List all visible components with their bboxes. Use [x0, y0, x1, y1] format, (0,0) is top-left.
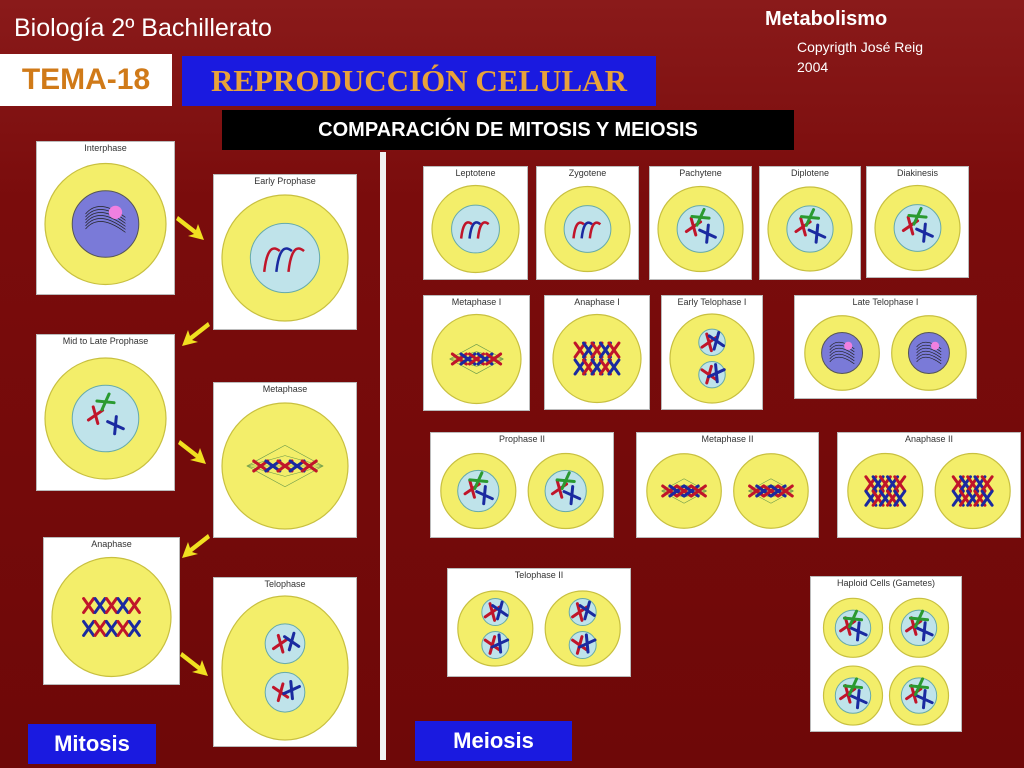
cell-illustration [457, 590, 621, 667]
stage-label: Metaphase II [701, 434, 754, 444]
stage-label: Interphase [84, 143, 127, 153]
stage-label: Metaphase I [451, 297, 502, 307]
stage-label: Pachytene [679, 168, 722, 178]
stage-label: Metaphase [262, 384, 308, 394]
cell-illustration [221, 194, 349, 322]
stage-label: Early Prophase [254, 176, 316, 186]
cell-illustration [51, 556, 172, 678]
cell-illustration [552, 313, 642, 404]
stage-label: Prophase II [498, 434, 546, 444]
panel-anaphase: Anaphase [43, 537, 180, 685]
tema-badge: TEMA-18 [0, 54, 172, 106]
slide-title: REPRODUCCIÓN CELULAR [182, 56, 656, 106]
panel-metaphase-i: Metaphase I [423, 295, 530, 411]
cell-illustration [431, 184, 520, 274]
panel-pachytene: Pachytene [649, 166, 752, 280]
slide-subtitle: COMPARACIÓN DE MITOSIS Y MEIOSIS [222, 110, 794, 150]
cell-illustration [44, 162, 167, 286]
mitosis-label: Mitosis [28, 724, 156, 764]
arrow-down-left-icon [182, 534, 210, 558]
section-divider [380, 152, 386, 760]
stage-label: Early Telophase I [677, 297, 747, 307]
course-title: Biología 2º Bachillerato [14, 14, 272, 42]
cell-illustration [221, 595, 349, 741]
panel-metaphase-ii: Metaphase II [636, 432, 819, 538]
stage-label: Haploid Cells (Gametes) [836, 578, 936, 588]
panel-leptotene: Leptotene [423, 166, 528, 280]
meiosis-label: Meiosis [415, 721, 572, 761]
panel-metaphase: Metaphase [213, 382, 357, 538]
panel-telophase: Telophase [213, 577, 357, 747]
stage-label: Mid to Late Prophase [62, 336, 149, 346]
arrow-down-right-icon [178, 440, 206, 464]
panel-prophase-ii: Prophase II [430, 432, 614, 538]
cell-illustration [221, 402, 349, 530]
panel-anaphase-ii: Anaphase II [837, 432, 1021, 538]
panel-late-telophase-i: Late Telophase I [794, 295, 977, 399]
panel-diplotene: Diplotene [759, 166, 861, 280]
stage-label: Anaphase I [574, 297, 620, 307]
panel-haploid-cells: Haploid Cells (Gametes) [810, 576, 962, 732]
stage-label: Telophase II [514, 570, 564, 580]
cell-illustration [822, 597, 950, 726]
stage-label: Zygotene [568, 168, 607, 178]
cell-illustration [669, 313, 755, 404]
arrow-down-left-icon [182, 322, 210, 346]
panel-early-telophase-i: Early Telophase I [661, 295, 763, 410]
cell-illustration [847, 452, 1011, 530]
panel-zygotene: Zygotene [536, 166, 639, 280]
cell-illustration [646, 453, 809, 529]
panel-diakinesis: Diakinesis [866, 166, 969, 278]
panel-interphase: Interphase [36, 141, 175, 295]
panel-early-prophase: Early Prophase [213, 174, 357, 330]
arrow-down-right-icon [180, 652, 208, 676]
stage-label: Late Telophase I [852, 297, 919, 307]
cell-illustration [804, 315, 967, 391]
topic-label: Metabolismo [765, 8, 888, 30]
panel-anaphase-i: Anaphase I [544, 295, 650, 410]
stage-label: Anaphase II [904, 434, 954, 444]
copyright-line2: 2004 [797, 59, 829, 75]
panel-telophase-ii: Telophase II [447, 568, 631, 677]
stage-label: Anaphase [91, 539, 132, 549]
copyright: Copyrigth José Reig 2004 [797, 37, 967, 77]
panel-mid-late-prophase: Mid to Late Prophase [36, 334, 175, 491]
stage-label: Leptotene [455, 168, 496, 178]
stage-label: Telophase [264, 579, 306, 589]
cell-illustration [874, 184, 961, 272]
stage-label: Diakinesis [896, 168, 938, 178]
cell-illustration [544, 185, 631, 273]
cell-illustration [44, 357, 167, 480]
copyright-line1: Copyrigth José Reig [797, 39, 924, 55]
cell-illustration [431, 313, 522, 405]
stage-label: Diplotene [790, 168, 830, 178]
cell-illustration [657, 185, 744, 273]
arrow-down-right-icon [176, 216, 204, 240]
cell-illustration [767, 186, 853, 272]
cell-illustration [440, 452, 604, 530]
